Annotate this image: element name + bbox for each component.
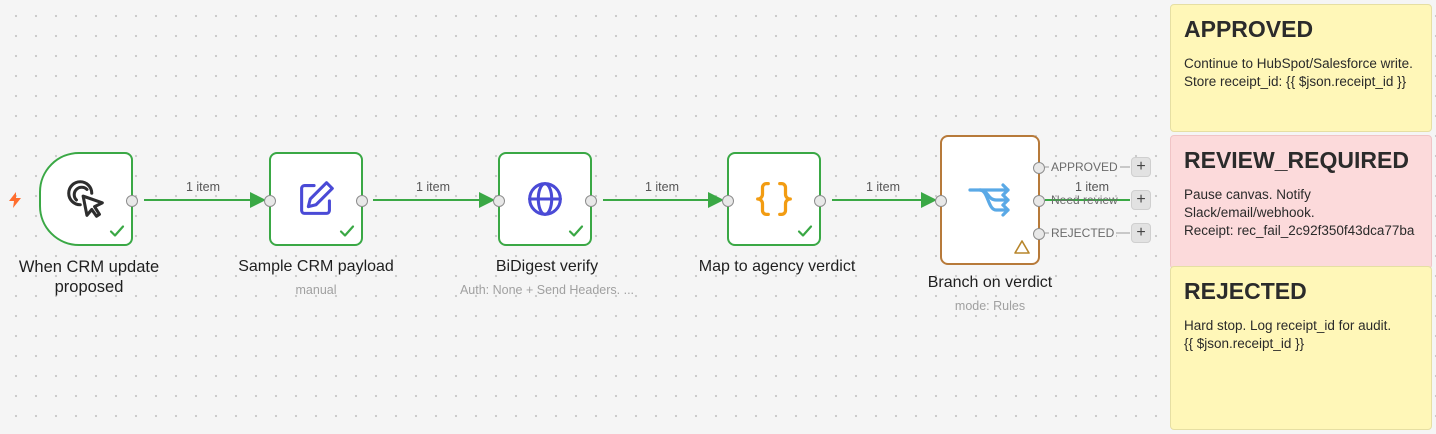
check-icon <box>339 225 355 237</box>
node-when-crm-update-proposed[interactable] <box>39 152 138 246</box>
add-node-button-approved[interactable]: + <box>1131 157 1151 177</box>
check-icon <box>568 225 584 237</box>
pencil-edit-icon <box>300 181 334 215</box>
output-label-rejected: REJECTED <box>1049 226 1117 240</box>
edge-label-item-count: 1 item <box>185 180 221 194</box>
node-sample-crm-payload[interactable] <box>264 152 368 246</box>
lightning-bolt-icon <box>9 192 21 208</box>
output-port-review[interactable] <box>1033 195 1045 207</box>
node-branch-on-verdict[interactable] <box>935 135 1045 265</box>
sticky-note-rejected[interactable]: REJECTED Hard stop. Log receipt_id for a… <box>1170 266 1432 430</box>
output-label-approved: APPROVED <box>1049 160 1120 174</box>
note-text: Store receipt_id: {{ $json.receipt_id }} <box>1184 74 1407 89</box>
note-text: Continue to HubSpot/Salesforce write. <box>1184 56 1413 71</box>
output-port[interactable] <box>126 195 138 207</box>
sticky-note-approved[interactable]: APPROVED Continue to HubSpot/Salesforce … <box>1170 4 1432 132</box>
edge-label-item-count: 1 item <box>1074 180 1110 194</box>
node-subtitle: manual <box>295 283 337 297</box>
input-port[interactable] <box>935 195 947 207</box>
output-port-rejected[interactable] <box>1033 228 1045 240</box>
node-bidigest-verify[interactable] <box>493 152 597 246</box>
add-node-button-rejected[interactable]: + <box>1131 223 1151 243</box>
input-port[interactable] <box>722 195 734 207</box>
input-port[interactable] <box>264 195 276 207</box>
node-title: Branch on verdict <box>927 274 1053 291</box>
note-text: {{ $json.receipt_id }} <box>1184 336 1305 351</box>
output-port[interactable] <box>814 195 826 207</box>
node-title: Map to agency verdict <box>698 258 856 275</box>
edge-label-item-count: 1 item <box>415 180 451 194</box>
check-icon <box>797 225 813 237</box>
output-port[interactable] <box>585 195 597 207</box>
output-port-approved[interactable] <box>1033 162 1045 174</box>
output-port[interactable] <box>356 195 368 207</box>
node-subtitle: mode: Rules <box>954 299 1026 313</box>
note-text: Receipt: rec_fail_2c92f350f43dca77ba <box>1184 223 1415 238</box>
warning-triangle-icon[interactable] <box>1014 239 1030 255</box>
note-heading: REJECTED <box>1184 278 1307 304</box>
node-title: When CRM update proposed <box>18 258 160 296</box>
edge-label-item-count: 1 item <box>644 180 680 194</box>
note-text: Hard stop. Log receipt_id for audit. <box>1184 318 1392 333</box>
cursor-click-icon <box>67 180 104 218</box>
globe-icon <box>528 182 562 216</box>
output-label-need-review: Need review <box>1051 193 1118 207</box>
note-heading: APPROVED <box>1184 16 1314 42</box>
edge-label-item-count: 1 item <box>865 180 901 194</box>
add-node-button-review[interactable]: + <box>1131 190 1151 210</box>
curly-braces-icon <box>756 182 792 216</box>
sticky-note-review-required[interactable]: REVIEW_REQUIRED Pause canvas. Notify Sla… <box>1170 135 1432 269</box>
input-port[interactable] <box>493 195 505 207</box>
node-subtitle: Auth: None + Send Headers. ... <box>459 283 635 297</box>
split-branch-icon <box>968 183 1010 217</box>
node-map-to-agency-verdict[interactable] <box>722 152 826 246</box>
note-heading: REVIEW_REQUIRED <box>1184 147 1409 173</box>
note-text: Pause canvas. Notify Slack/email/webhook… <box>1184 187 1315 220</box>
check-icon <box>109 225 125 237</box>
node-title: BiDigest verify <box>495 258 599 275</box>
node-title: Sample CRM payload <box>238 258 394 275</box>
